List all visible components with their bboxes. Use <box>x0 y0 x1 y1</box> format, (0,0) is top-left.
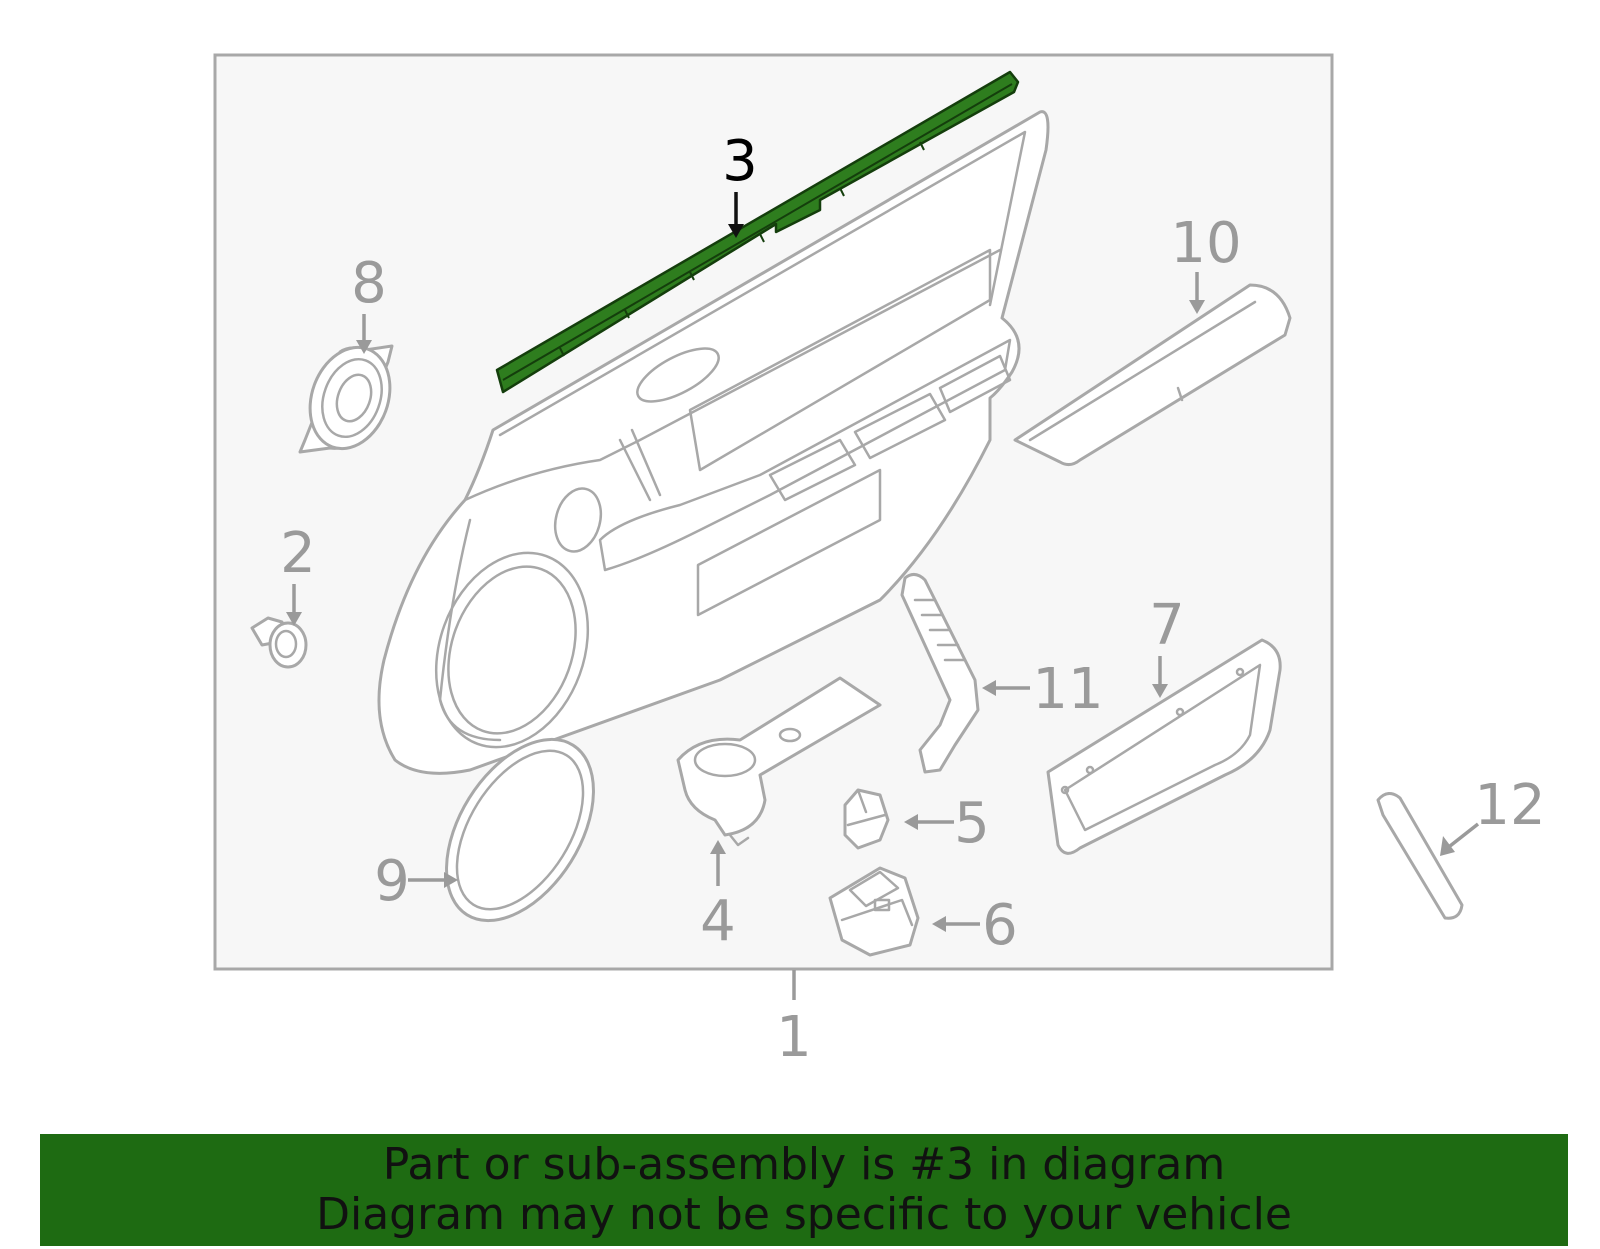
part-6-window-switch <box>828 866 920 957</box>
door-trim-panel <box>377 110 1050 775</box>
part-3-weatherstrip[interactable] <box>495 70 1020 394</box>
part-10-armrest <box>1013 283 1292 467</box>
part-9-seal-ring <box>445 737 595 923</box>
part-2-clip <box>250 616 308 669</box>
callout-8: 8 <box>351 251 387 316</box>
part-7-door-pocket <box>1046 638 1282 855</box>
banner-line-2: Diagram may not be specific to your vehi… <box>316 1189 1292 1240</box>
part-8-speaker <box>298 344 394 454</box>
part-12-garnish <box>1376 792 1464 920</box>
callout-11: 11 <box>1032 657 1103 722</box>
info-banner: Part or sub-assembly is #3 in diagram Di… <box>40 1134 1568 1246</box>
part-11-grip-bracket <box>900 573 980 774</box>
callout-5: 5 <box>954 791 990 856</box>
part-5-switch <box>843 788 890 850</box>
part-4-door-handle <box>676 676 882 847</box>
callout-1: 1 <box>776 1005 812 1070</box>
callout-7: 7 <box>1149 593 1185 658</box>
banner-line-1: Part or sub-assembly is #3 in diagram <box>382 1139 1226 1190</box>
callout-4: 4 <box>700 889 736 954</box>
callout-9: 9 <box>374 849 410 914</box>
leader-arrows <box>286 192 1480 1000</box>
callout-10: 10 <box>1170 211 1241 276</box>
callout-2: 2 <box>280 521 316 586</box>
callout-3[interactable]: 3 <box>722 129 758 194</box>
callout-12: 12 <box>1474 773 1545 838</box>
callout-6: 6 <box>982 893 1018 958</box>
